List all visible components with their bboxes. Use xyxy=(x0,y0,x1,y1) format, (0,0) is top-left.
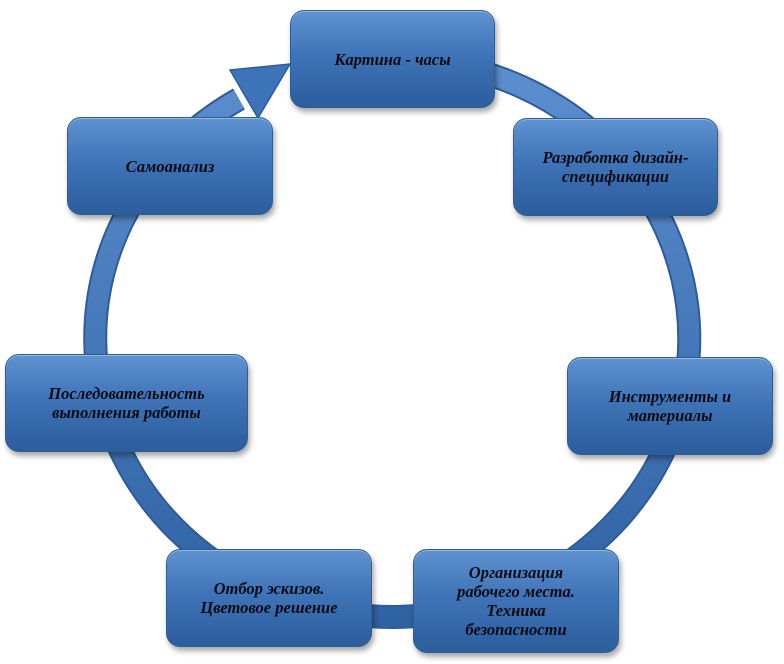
arrow-head-icon xyxy=(228,63,292,120)
node-kartina-chasy: Картина - часы xyxy=(290,10,495,108)
node-otbor: Отбор эскизов. Цветовое решение xyxy=(166,549,372,647)
node-label: Картина - часы xyxy=(334,49,451,69)
node-instrumenty: Инструменты и материалы xyxy=(567,357,773,455)
node-label: Разработка дизайн- спецификации xyxy=(542,148,689,186)
node-label: Отбор эскизов. Цветовое решение xyxy=(200,579,338,617)
node-organizatsiya: Организация рабочего места. Техника безо… xyxy=(413,549,619,653)
node-label: Последовательность выполнения работы xyxy=(48,384,205,422)
node-posledovatelnost: Последовательность выполнения работы xyxy=(5,354,248,452)
node-label: Инструменты и материалы xyxy=(608,387,732,425)
node-label: Самоанализ xyxy=(125,156,215,176)
node-samoanaliz: Самоанализ xyxy=(67,117,273,215)
node-label: Организация рабочего места. Техника безо… xyxy=(457,563,575,639)
node-razrabotka: Разработка дизайн- спецификации xyxy=(513,118,718,216)
